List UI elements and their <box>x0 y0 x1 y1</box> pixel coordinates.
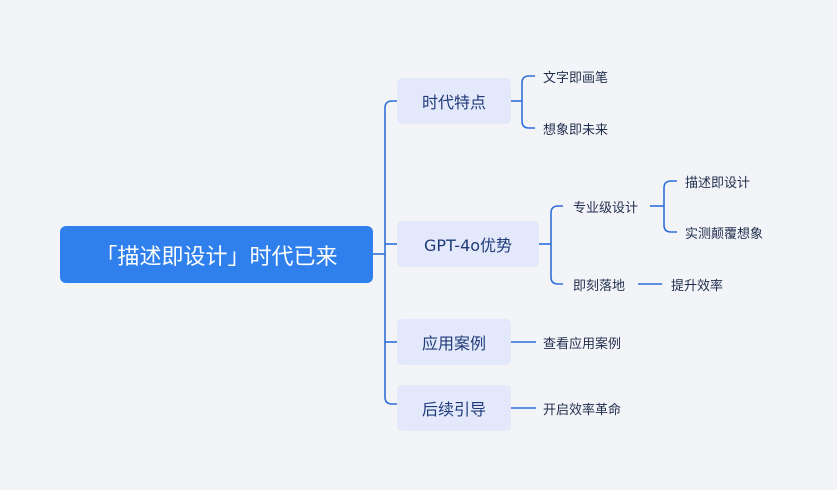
leaf-improve-efficiency[interactable]: 提升效率 <box>671 278 724 294</box>
branch-use-cases[interactable]: 应用案例 <box>397 319 511 365</box>
leaf-beyond-imagination[interactable]: 实测颠覆想象 <box>685 226 764 242</box>
branch-era-features[interactable]: 时代特点 <box>397 78 511 124</box>
root-node[interactable]: 「描述即设计」时代已来 <box>60 226 373 283</box>
leaf-text-as-brush[interactable]: 文字即画笔 <box>543 70 609 86</box>
connector-b2a-children <box>663 180 677 233</box>
connector-trunk <box>384 100 397 405</box>
connector-b1-children <box>521 75 535 129</box>
leaf-imagination-future[interactable]: 想象即未来 <box>543 122 609 138</box>
branch-follow-up[interactable]: 后续引导 <box>397 385 511 431</box>
subbranch-pro-design[interactable]: 专业级设计 <box>573 200 639 216</box>
branch-gpt4o-advantages[interactable]: GPT-4o优势 <box>397 221 539 267</box>
connector-b2-children <box>550 205 563 285</box>
subbranch-instant-landing[interactable]: 即刻落地 <box>573 278 626 294</box>
leaf-view-use-cases[interactable]: 查看应用案例 <box>543 336 622 352</box>
leaf-efficiency-revolution[interactable]: 开启效率革命 <box>543 402 622 418</box>
leaf-describe-is-design[interactable]: 描述即设计 <box>685 175 751 191</box>
